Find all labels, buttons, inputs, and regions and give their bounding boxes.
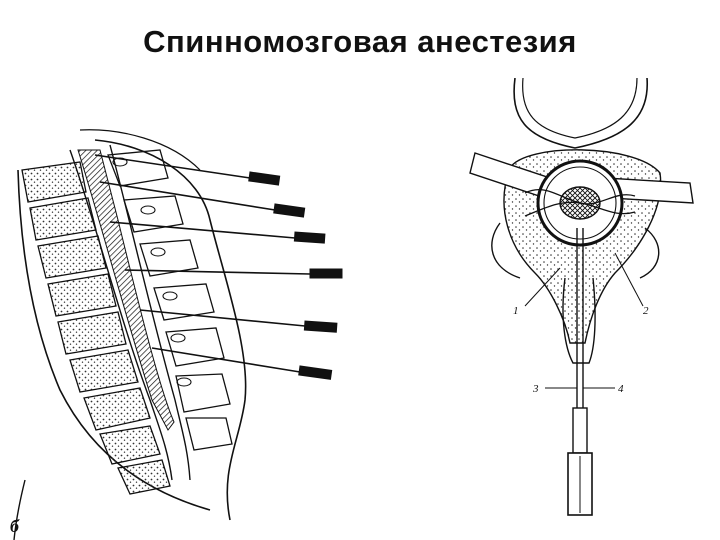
foramen-ovals <box>112 157 192 387</box>
spine-sagittal-illustration: б <box>10 129 343 540</box>
spine-transverse-illustration: 1 2 3 4 <box>469 78 694 516</box>
vertebral-bodies <box>21 161 171 495</box>
needle-2 <box>99 181 306 218</box>
callout-4: 4 <box>618 383 624 395</box>
needle <box>567 228 593 516</box>
needle-5 <box>139 309 338 333</box>
needles <box>94 154 343 380</box>
needle-4 <box>124 268 343 279</box>
needle-1 <box>94 154 281 186</box>
needle-3 <box>109 221 326 244</box>
spinous-processes <box>107 149 233 451</box>
needle-6 <box>151 347 333 380</box>
figure-label: б <box>10 516 20 536</box>
slide-title: Спинномозговая анестезия <box>143 24 577 59</box>
posterior-contour <box>94 139 247 521</box>
callout-2: 2 <box>643 305 649 317</box>
vertebral-body-outline <box>513 78 648 149</box>
callout-3: 3 <box>532 383 539 395</box>
callout-1: 1 <box>513 305 519 317</box>
